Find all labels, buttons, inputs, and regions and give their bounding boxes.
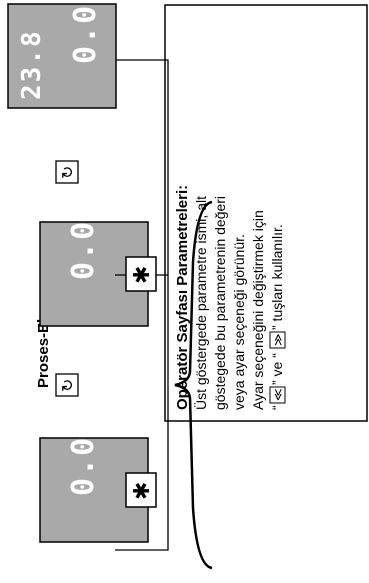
star-key-1[interactable]: ✱ <box>125 256 157 292</box>
up-key-icon <box>269 331 286 349</box>
info-quote-end: ” tuşları kullanılır. <box>269 224 285 330</box>
display-2-top-value: SEt. 1 <box>16 227 44 320</box>
info-line-2: göstegede bu parametrenin değeri <box>212 196 228 410</box>
cycle-key-2[interactable]: ↻ <box>55 373 79 397</box>
star-key-1-box[interactable] <box>125 256 157 292</box>
info-line-5: “ ≪ ” ve “ ≫ ” tuşları kullanılır. <box>269 224 286 410</box>
star-icon: ✱ <box>129 482 154 500</box>
display-2-bottom-value: 0.0 <box>66 220 101 280</box>
display-3-top-value: ALrn <box>16 468 44 534</box>
info-box <box>164 4 368 422</box>
cycle-key-2-box[interactable] <box>55 373 79 397</box>
star-icon: ✱ <box>129 266 154 284</box>
info-line-1: Üst göstergede parametre ismi, alt <box>192 196 209 410</box>
display-1-top-value: 23.8 <box>17 29 47 100</box>
display-1: 23.8 0.0 <box>7 3 117 109</box>
info-line-4: Ayar seçeneğini değiştirmek için <box>250 210 266 410</box>
cycle-icon: ↻ <box>60 379 77 392</box>
cycle-key-1[interactable]: ↻ <box>55 160 79 184</box>
star-key-2-box[interactable] <box>125 472 157 508</box>
cycle-key-1-box[interactable] <box>55 160 79 184</box>
info-line-3: veya ayar seçeneği görünür. <box>231 234 247 410</box>
curly-brace <box>174 200 213 570</box>
display-1-panel <box>7 3 117 109</box>
star-key-2[interactable]: ✱ <box>125 472 157 508</box>
info-quote-mid: ” ve “ <box>269 353 285 385</box>
up-key-symbol: ≫ <box>271 333 285 346</box>
display-1-bottom-value: 0.0 <box>68 4 103 64</box>
down-key-symbol: ≪ <box>271 388 285 401</box>
display-3-bottom-value: 0.0 <box>66 436 101 496</box>
info-quote-open: “ <box>269 405 285 410</box>
down-key-icon <box>269 386 286 404</box>
cycle-icon: ↻ <box>60 166 77 179</box>
connector-bracket <box>115 59 169 551</box>
info-heading: Operatör Sayfası Parametreleri: <box>174 185 191 410</box>
